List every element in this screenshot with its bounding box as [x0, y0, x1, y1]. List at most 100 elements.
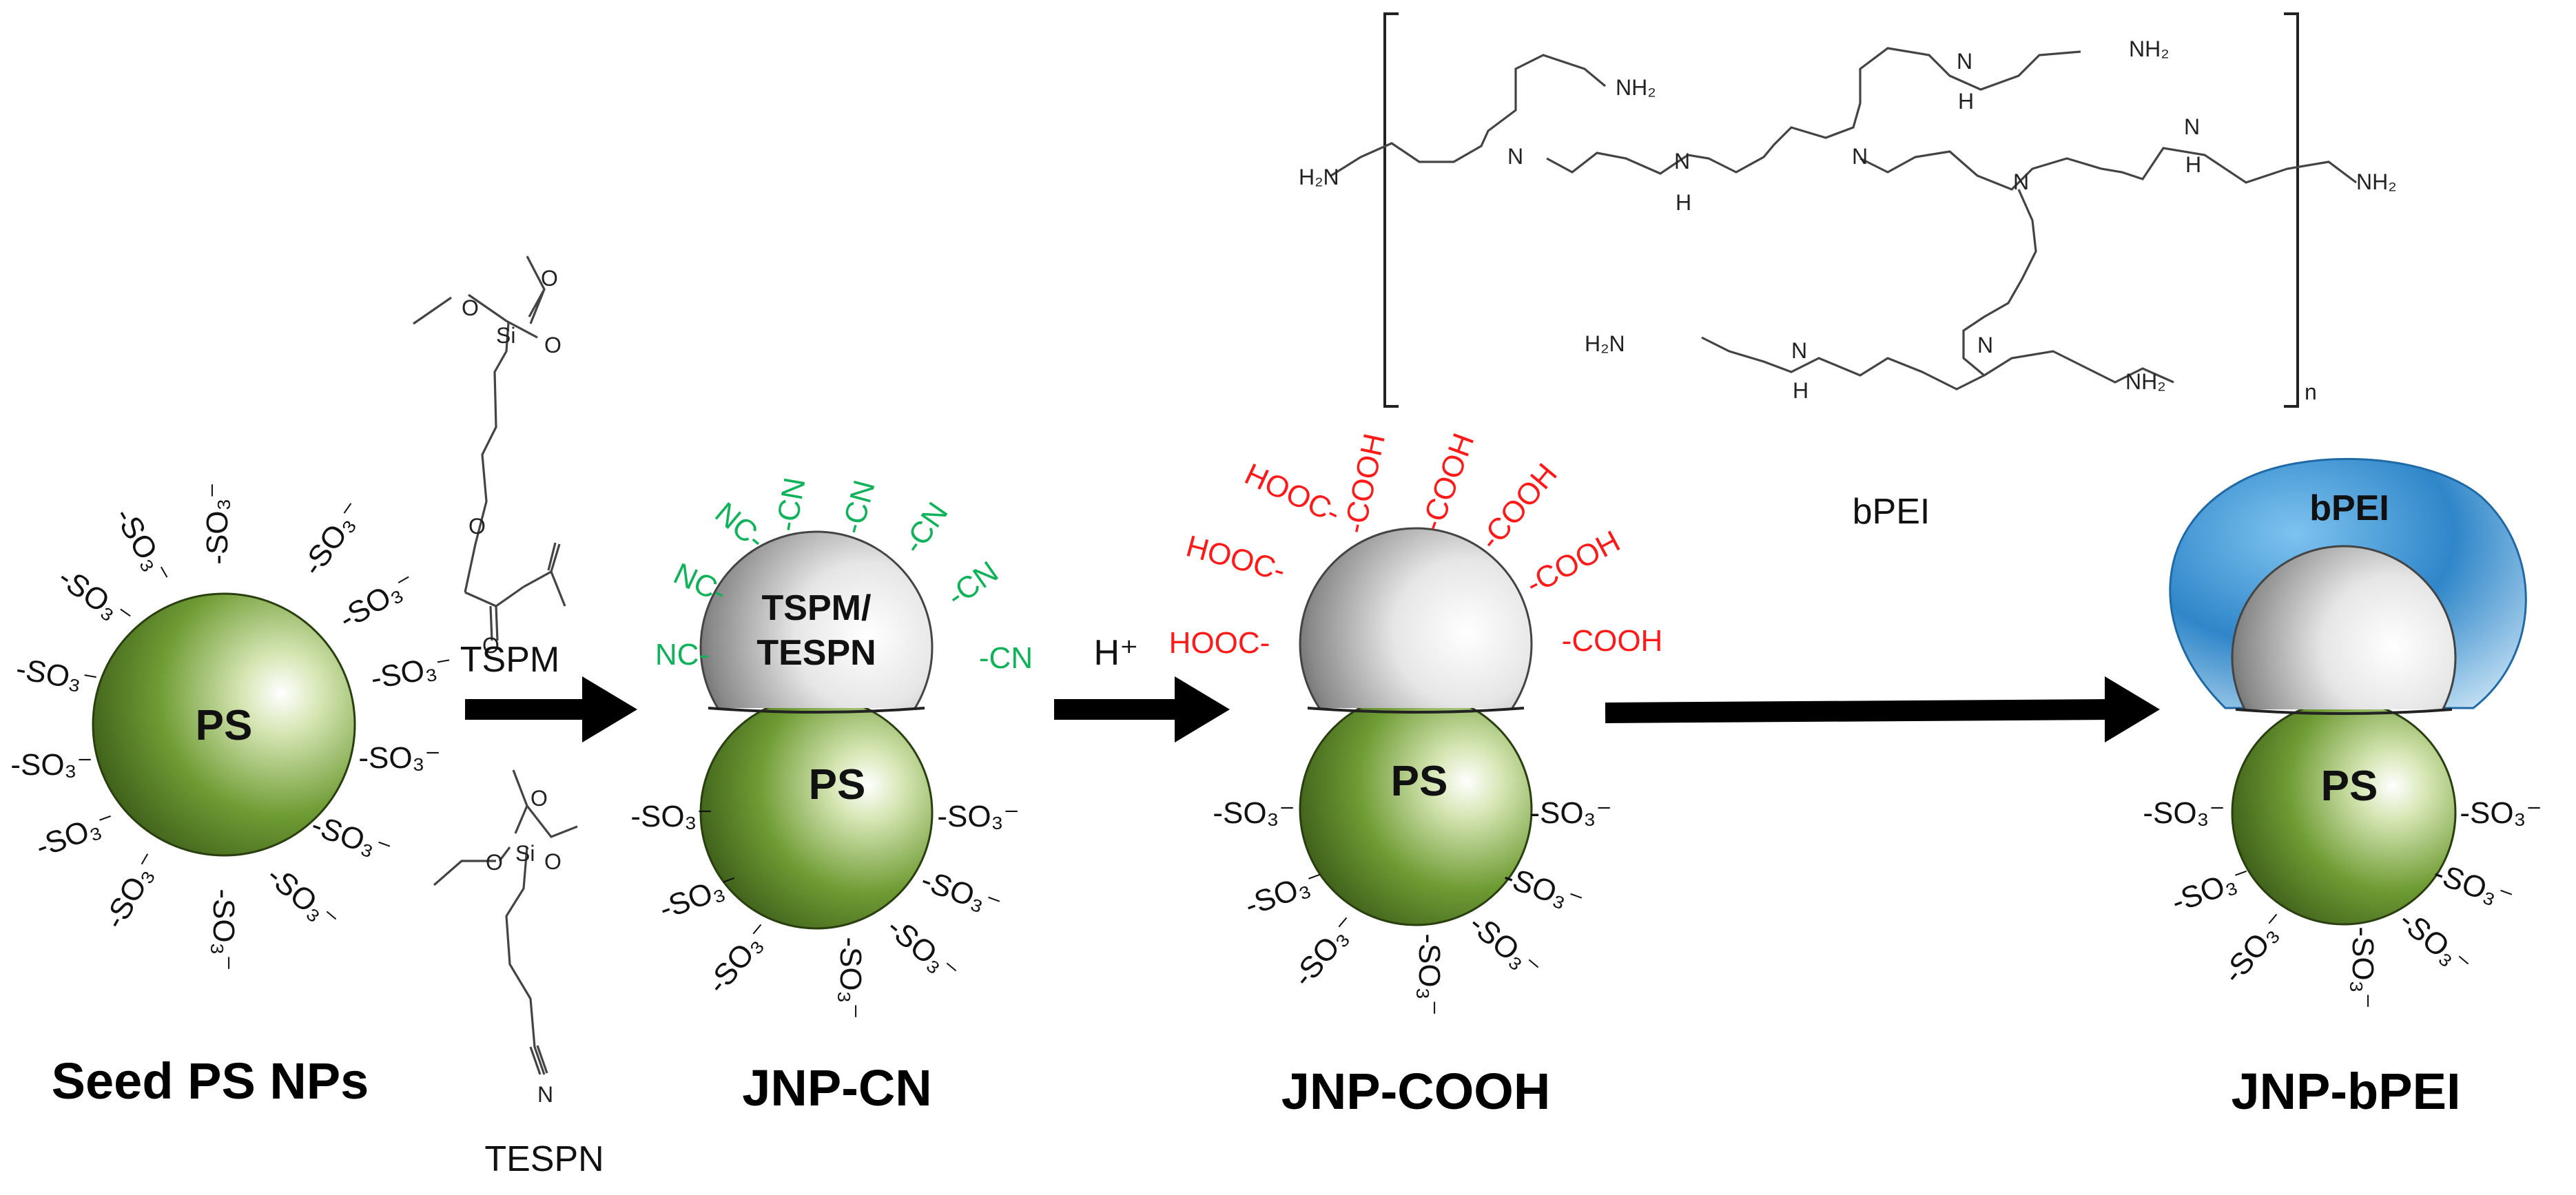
cooh-group: -COOH — [1562, 624, 1663, 658]
arrow-1 — [465, 676, 637, 742]
atom-o: O — [468, 514, 486, 539]
so3-group: -SO₃⁻ — [630, 800, 712, 833]
cap-label-line2: TESPN — [756, 633, 876, 673]
atom-o: O — [462, 295, 479, 320]
so3-group: -SO₃⁻ — [2393, 904, 2477, 982]
cooh-group: HOOC- — [1239, 457, 1346, 530]
cooh-group: -COOH — [1338, 430, 1392, 537]
caption-seed: Seed PS NPs — [52, 1052, 369, 1110]
so3-group: -SO₃⁻ — [937, 800, 1019, 833]
jnp-bpei-particle: bPEI PS — [2169, 457, 2527, 926]
so3-group: -SO₃⁻ — [834, 937, 867, 1019]
ps-core-label: PS — [809, 761, 866, 809]
cn-group: -CN — [770, 475, 812, 534]
cap-label-line1: TSPM/ — [762, 588, 872, 628]
so3-group: -SO₃⁻ — [296, 495, 371, 582]
so3-group: -SO₃⁻ — [916, 863, 1005, 923]
arrow-3 — [1605, 676, 2160, 742]
reagent-bpei: bPEI — [1853, 492, 1930, 532]
so3-group: -SO₃⁻ — [880, 911, 965, 989]
nh2-group: NH₂ — [2129, 37, 2170, 61]
secondary-n-h: H — [1958, 89, 1974, 114]
so3-group: -SO₃⁻ — [2167, 860, 2256, 919]
so3-group: -SO₃⁻ — [2429, 856, 2517, 916]
cooh-group: -COOH — [1521, 524, 1625, 601]
reagent-tespn: TESPN — [484, 1139, 604, 1179]
so3-group: -SO₃⁻ — [1529, 796, 1611, 830]
nh2-group: NH₂ — [2125, 369, 2166, 394]
cn-group: -CN — [941, 555, 1004, 614]
reagent-tspm: TSPM — [460, 640, 559, 680]
bpei-shell-label: bPEI — [2309, 488, 2389, 528]
so3-group: -SO₃⁻ — [52, 561, 138, 636]
nh2-group: NH₂ — [2356, 169, 2397, 194]
so3-group: -SO₃⁻ — [13, 652, 100, 699]
caption-jnp-bpei: JNP-bPEI — [2231, 1063, 2460, 1120]
so3-group: -SO₃⁻ — [307, 808, 395, 868]
so3-group: -SO₃⁻ — [1412, 933, 1446, 1015]
caption-jnp-cooh: JNP-COOH — [1281, 1063, 1551, 1120]
secondary-n: N — [1957, 49, 1972, 74]
atom-n: N — [537, 1082, 553, 1107]
tertiary-n: N — [1507, 144, 1523, 169]
cooh-group: HOOC- — [1169, 626, 1270, 660]
atom-o: O — [544, 333, 561, 357]
so3-group: -SO₃⁻ — [358, 741, 440, 775]
bpei-structure: n H₂N NH₂ NH₂ NH₂ H₂N NH₂ N N N N N H N … — [1299, 12, 2397, 408]
reagent-acid: H⁺ — [1094, 633, 1139, 673]
tertiary-n: N — [1977, 333, 1993, 357]
ps-core-sphere — [92, 592, 356, 857]
so3-group: -SO₃⁻ — [2460, 796, 2542, 830]
secondary-n-h: H — [2185, 152, 2201, 177]
nh2-group: H₂N — [1299, 165, 1339, 189]
grey-cap — [2231, 545, 2457, 709]
caption-jnp-cn: JNP-CN — [742, 1059, 931, 1116]
ps-core-label: PS — [196, 702, 253, 749]
so3-group: -SO₃⁻ — [10, 748, 92, 782]
seed-ps-particle: PS — [92, 592, 356, 857]
secondary-n-h: H — [1676, 190, 1691, 215]
cn-group: -CN — [979, 641, 1033, 675]
cn-group: -CN — [896, 497, 955, 560]
so3-group: -SO₃⁻ — [2143, 796, 2225, 830]
secondary-n: N — [1674, 149, 1690, 174]
so3-group: -SO₃⁻ — [1241, 863, 1330, 923]
cooh-group: -COOH — [1414, 429, 1481, 536]
tspm-tespn-cap — [699, 530, 934, 708]
tertiary-n: N — [1852, 144, 1868, 169]
cooh-group: HOOC- — [1183, 529, 1289, 588]
nh2-group: NH₂ — [1616, 75, 1656, 100]
secondary-n: N — [2184, 114, 2200, 139]
jnp-cooh-particle: PS — [1299, 527, 1533, 926]
ps-core-label: PS — [1391, 758, 1448, 805]
so3-group: -SO₃⁻ — [655, 866, 744, 926]
so3-group: -SO₃⁻ — [107, 502, 178, 590]
cn-group: -CN — [835, 477, 882, 537]
tertiary-n: N — [2013, 169, 2029, 194]
so3-group: -SO₃⁻ — [1286, 908, 1365, 993]
so3-group: -SO₃⁻ — [2216, 905, 2295, 990]
atom-o: O — [482, 633, 499, 658]
so3-group: -SO₃⁻ — [32, 804, 121, 864]
so3-group: -SO₃⁻ — [260, 859, 345, 937]
so3-group: -SO₃⁻ — [2346, 926, 2380, 1008]
nc-group: NC- — [655, 638, 709, 672]
ps-core-sphere — [2231, 709, 2457, 926]
atom-si: Si — [496, 323, 515, 348]
arrow-2 — [1054, 676, 1230, 742]
atom-o: O — [541, 266, 558, 291]
grey-cap — [1299, 527, 1533, 708]
tespn-structure: O Si O O N — [433, 769, 578, 1107]
atom-o: O — [486, 850, 503, 875]
atom-o: O — [544, 849, 561, 874]
jnp-cn-particle: TSPM/ TESPN PS — [699, 530, 934, 930]
nh2-group: H₂N — [1585, 331, 1625, 356]
tspm-structure: O O Si O O O — [413, 256, 566, 658]
cooh-group: -COOH — [1473, 457, 1564, 557]
so3-group: -SO₃⁻ — [1463, 907, 1547, 986]
secondary-n: N — [1791, 338, 1807, 363]
atom-o: O — [530, 786, 548, 811]
so3-group: -SO₃⁻ — [207, 889, 240, 970]
so3-group: -SO₃⁻ — [200, 482, 234, 564]
